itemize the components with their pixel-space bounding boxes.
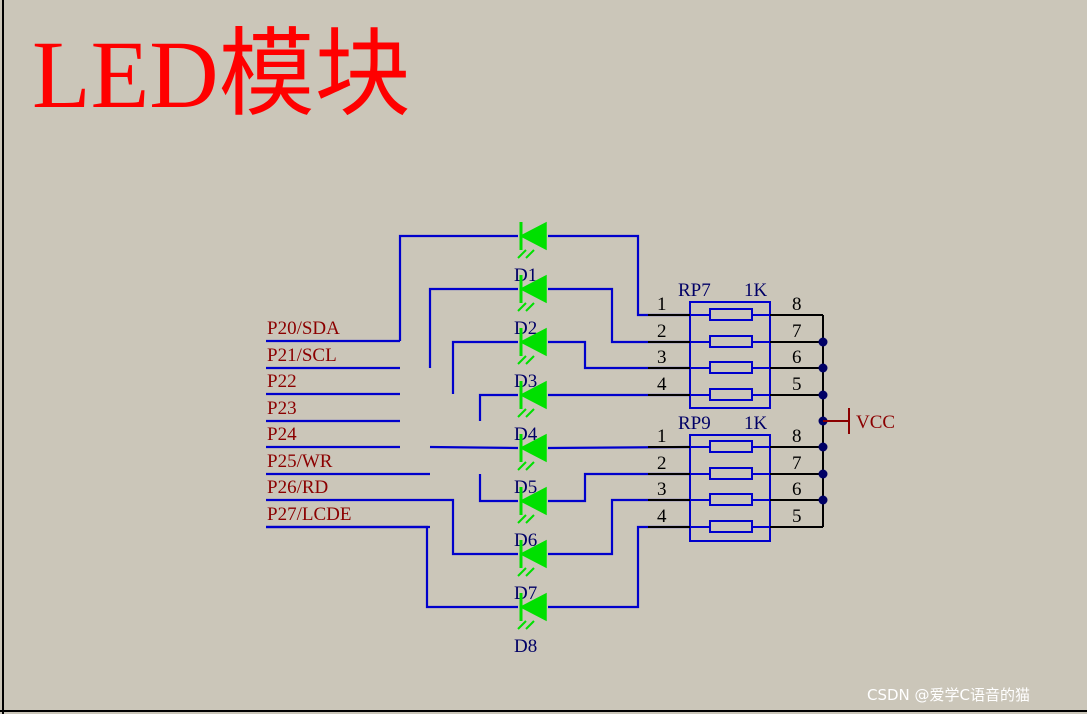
resistor-element <box>709 361 753 374</box>
resistor-element <box>709 440 753 453</box>
pin-number: 1 <box>657 426 667 447</box>
resistor-element <box>709 493 753 506</box>
page-title: LED模块 <box>32 21 411 128</box>
net-label: P20/SDA <box>267 318 340 339</box>
pin-number: 3 <box>657 479 667 500</box>
led-emission-arrow <box>517 514 527 524</box>
led-anode-wire <box>266 525 518 609</box>
led-anode-wire <box>429 445 519 450</box>
led-triangle <box>519 380 547 410</box>
led-emission-arrow <box>525 249 535 259</box>
resistor-element <box>709 520 753 533</box>
resistor-pack-ref: RP9 <box>678 413 711 434</box>
pin-number: 3 <box>657 347 667 368</box>
junction-dot <box>818 390 828 400</box>
led-d1: D1 <box>514 221 547 286</box>
junction-dot <box>818 442 828 452</box>
led-anode-wire <box>430 498 518 556</box>
net-label: P25/WR <box>267 451 333 472</box>
led-anode-wire <box>451 340 518 394</box>
led-emission-arrow <box>517 302 527 312</box>
net-label: P22 <box>267 371 297 392</box>
resistor-element <box>709 335 753 348</box>
resistor-element <box>709 308 753 321</box>
led-triangle <box>519 221 547 251</box>
led-cathode-wire <box>548 234 690 317</box>
net-label: P23 <box>267 398 297 419</box>
led-emission-arrow <box>517 567 527 577</box>
resistor-pack-ref: RP7 <box>678 280 711 301</box>
junction-dot <box>818 363 828 373</box>
led-triangle <box>519 592 547 622</box>
resistor-pack-value: 1K <box>744 413 768 434</box>
led-cathode-wire <box>548 340 690 370</box>
led-triangle <box>519 486 547 516</box>
led-emission-arrow <box>517 408 527 418</box>
led-triangle <box>519 433 547 463</box>
led-emission-arrow <box>525 408 535 418</box>
led-emission-arrow <box>525 355 535 365</box>
led-triangle <box>519 274 547 304</box>
pin-number: 7 <box>792 321 802 342</box>
pin-number: 2 <box>657 453 667 474</box>
junction-dot <box>818 495 828 505</box>
pin-number: 5 <box>792 374 802 395</box>
led-d8: D8 <box>514 592 547 657</box>
led-triangle <box>519 539 547 569</box>
pin-number: 8 <box>792 426 802 447</box>
junction-dot <box>818 469 828 479</box>
led-emission-arrow <box>525 620 535 630</box>
led-anode-wire <box>398 234 518 341</box>
pin-number: 6 <box>792 479 802 500</box>
led-emission-arrow <box>525 461 535 471</box>
led-emission-arrow <box>517 355 527 365</box>
pin-number: 2 <box>657 321 667 342</box>
resistor-pack-rp9: RP9 1K 1 8 2 7 3 6 4 5 <box>648 413 823 542</box>
vcc-label: VCC <box>856 412 895 433</box>
pin-number: 6 <box>792 347 802 368</box>
pin-number: 1 <box>657 294 667 315</box>
led-emission-arrow <box>517 249 527 259</box>
net-label: P21/SCL <box>267 345 337 366</box>
led-emission-arrow <box>525 567 535 577</box>
resistor-pack-body <box>689 434 771 542</box>
pin-number: 4 <box>657 506 667 527</box>
led-emission-arrow <box>525 514 535 524</box>
resistor-pack-value: 1K <box>744 280 768 301</box>
watermark: CSDN @爱学C语音的猫 <box>867 686 1030 704</box>
pin-number: 4 <box>657 374 667 395</box>
pin-number: 8 <box>792 294 802 315</box>
led-emission-arrow <box>517 461 527 471</box>
net-label: P27/LCDE <box>267 504 351 525</box>
net-label: P24 <box>267 424 297 445</box>
led-anode-wire <box>478 393 518 421</box>
led-anode-wire <box>428 287 518 368</box>
resistor-pack-rp7: RP7 1K 1 8 2 7 3 6 4 5 <box>648 280 823 409</box>
led-anode-wire <box>478 474 518 503</box>
led-cathode-wire <box>548 525 690 609</box>
junction-dot <box>818 337 828 347</box>
pin-number: 7 <box>792 453 802 474</box>
resistor-element <box>709 388 753 401</box>
net-label: P26/RD <box>267 477 328 498</box>
resistor-element <box>709 467 753 480</box>
led-cathode-wire <box>548 472 690 503</box>
pin-number: 5 <box>792 506 802 527</box>
led-emission-arrow <box>517 620 527 630</box>
led-emission-arrow <box>525 302 535 312</box>
resistor-pack-body <box>689 301 771 409</box>
led-ref-label: D8 <box>514 636 537 657</box>
led-triangle <box>519 327 547 357</box>
